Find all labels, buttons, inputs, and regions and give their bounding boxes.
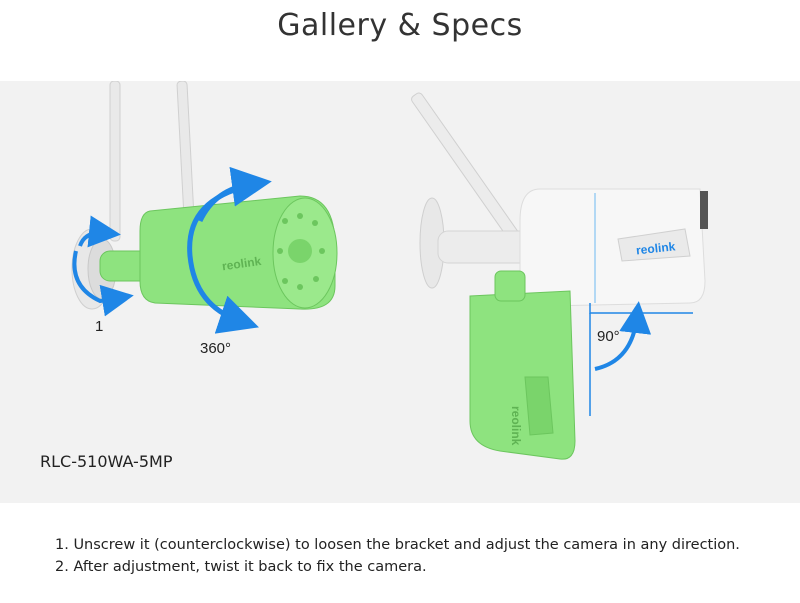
right-camera: reolink reolink	[411, 92, 708, 460]
instruction-item: 2. After adjustment, twist it back to fi…	[55, 559, 427, 575]
brand-logo: reolink	[635, 239, 676, 257]
antenna-icon	[109, 81, 121, 242]
brand-logo: reolink	[509, 406, 523, 446]
model-label: RLC-510WA-5MP	[40, 452, 173, 471]
brand-logo: reolink	[221, 254, 262, 273]
rotation-label: 360°	[200, 340, 231, 357]
unscrew-arrow-icon	[72, 250, 134, 317]
instructions-list: 1. Unscrew it (counterclockwise) to loos…	[55, 534, 740, 578]
label-1: 1	[95, 318, 103, 335]
page-title: Gallery & Specs	[277, 8, 523, 43]
gallery-panel: reolink 1 360° reolink reolink	[0, 81, 800, 503]
left-camera: reolink	[71, 81, 338, 334]
camera-illustration: reolink 1 360° reolink reolink	[71, 81, 708, 460]
tilt-arrow-icon	[594, 301, 652, 371]
instruction-item: 1. Unscrew it (counterclockwise) to loos…	[55, 537, 740, 553]
tilt-label: 90°	[597, 328, 620, 345]
antenna-icon	[176, 81, 194, 212]
